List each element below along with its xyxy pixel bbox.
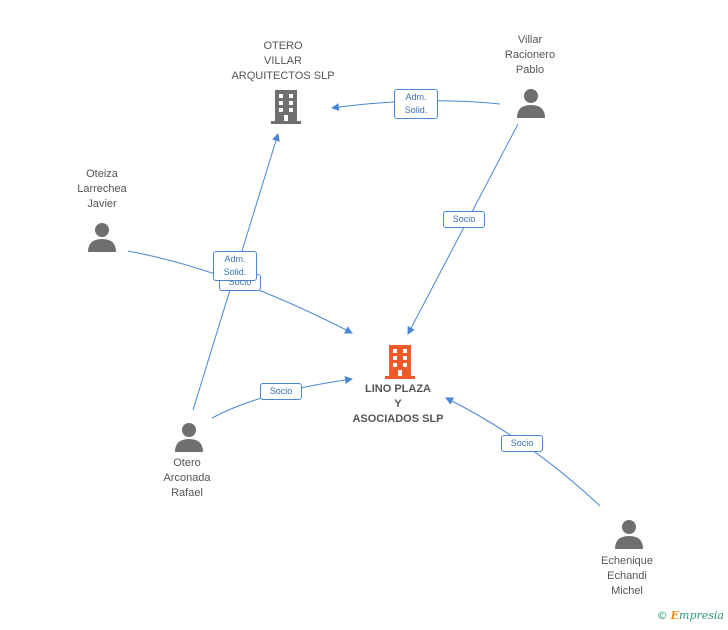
brand-footer[interactable]: ©Empresia	[657, 609, 724, 622]
node-label-otero-arconada[interactable]: Otero Arconada Rafael	[147, 456, 227, 501]
person-icon[interactable]	[175, 422, 203, 452]
person-icon[interactable]	[517, 88, 545, 118]
person-icon[interactable]	[88, 222, 116, 252]
edge-villar-to-lino	[407, 123, 519, 335]
label-line: Otero	[173, 457, 201, 469]
label-line: ARQUITECTOS SLP	[231, 70, 335, 82]
label-line: Racionero	[504, 49, 556, 61]
label-line: Rafael	[171, 487, 203, 499]
label-line: ASOCIADOS SLP	[352, 413, 444, 425]
tag-line: Solid.	[404, 105, 428, 115]
tag-line: Socio	[228, 277, 252, 287]
edge-echenique-to-lino	[445, 397, 601, 507]
node-label-lino-plaza[interactable]: LINO PLAZA Y ASOCIADOS SLP	[338, 382, 458, 427]
main-building-icon[interactable]	[385, 345, 415, 379]
copyright-icon: ©	[656, 609, 668, 622]
label-line: Villar	[517, 34, 543, 46]
tag-line: Adm.	[405, 92, 427, 102]
label-line: Larrechea	[77, 183, 127, 195]
node-label-echenique[interactable]: Echenique Echandi Michel	[586, 554, 668, 599]
label-line: Arconada	[163, 472, 211, 484]
label-line: VILLAR	[264, 55, 302, 67]
label-line: Pablo	[515, 64, 545, 76]
label-line: LINO PLAZA	[365, 383, 431, 395]
edge-tag-socio: Socio	[443, 211, 485, 228]
person-icon[interactable]	[615, 519, 643, 549]
label-line: Echandi	[607, 570, 647, 582]
tag-line: Socio	[452, 214, 476, 224]
tag-line: Adm.	[224, 254, 246, 264]
label-line: Oteiza	[86, 168, 118, 180]
label-line: Echenique	[601, 555, 653, 567]
edge-tag-adm-solid: Adm. Solid.	[213, 251, 257, 281]
building-icon[interactable]	[271, 90, 301, 124]
node-label-otero-villar[interactable]: OTERO VILLAR ARQUITECTOS SLP	[226, 39, 340, 84]
node-label-oteiza[interactable]: Oteiza Larrechea Javier	[62, 167, 142, 212]
edge-tag-adm-solid: Adm. Solid.	[394, 89, 438, 119]
node-label-villar-racionero[interactable]: Villar Racionero Pablo	[490, 33, 570, 78]
tag-line: Solid.	[223, 267, 247, 277]
tag-line: Socio	[510, 438, 534, 448]
brand-initial: E	[670, 609, 680, 622]
label-line: Javier	[87, 198, 117, 210]
label-line: Michel	[611, 585, 643, 597]
edge-tag-socio: Socio	[501, 435, 543, 452]
brand-name: mpresia	[679, 609, 724, 622]
edge-tag-socio: Socio	[260, 383, 302, 400]
label-line: OTERO	[263, 40, 303, 52]
label-line: Y	[394, 398, 402, 410]
tag-line: Socio	[269, 386, 293, 396]
